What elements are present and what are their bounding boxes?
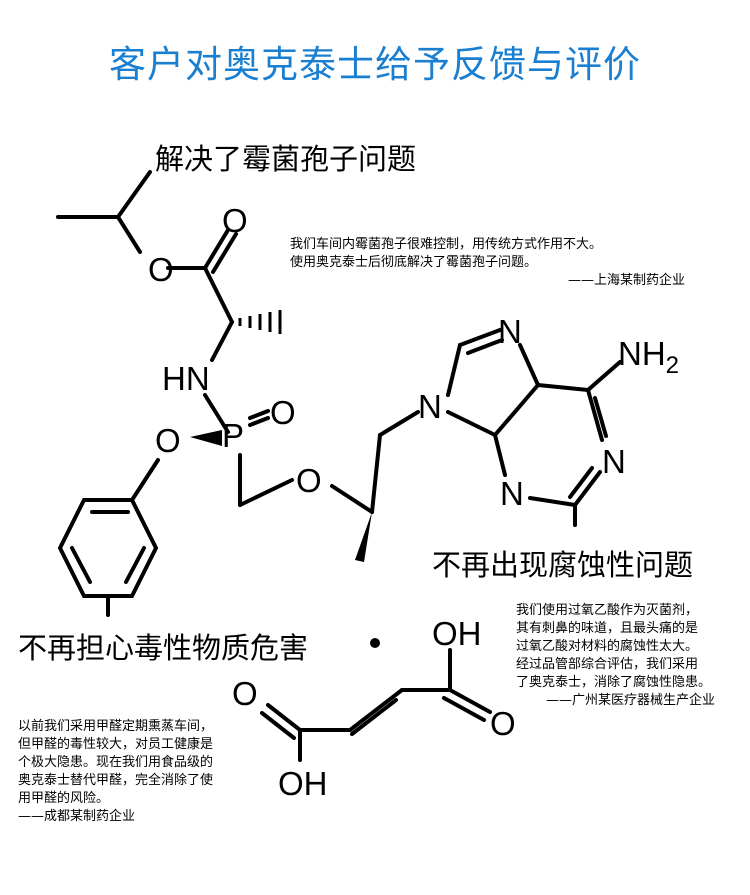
amine-substituent-bond	[586, 360, 622, 392]
n-p-bond	[203, 393, 230, 434]
testimonial-line: 用甲醛的风险。	[18, 791, 110, 806]
fumarate-oh-top-label: OH	[432, 615, 482, 652]
testimonial-line: 其有刺鼻的味道，且最头痛的是	[516, 621, 699, 636]
hashed-wedge-methyl	[238, 310, 282, 334]
methyl-wedge-bond	[355, 512, 372, 562]
phosphorus-label: P	[222, 417, 244, 454]
testimonial-line: 个极大隐患。现在我们用食品级的	[18, 755, 214, 770]
p-oxygen-label: O	[270, 394, 296, 431]
purine-ring	[446, 328, 608, 507]
phenyl-ring	[57, 498, 159, 598]
phenoxy-oxygen-label: O	[155, 422, 181, 459]
testimonial-line: 使用奥克泰士后彻底解决了霉菌孢子问题。	[290, 255, 538, 270]
bullet-dot	[370, 638, 380, 648]
fumarate-o-right-label: O	[490, 705, 516, 742]
heading-corrosion: 不再出现腐蚀性问题	[432, 548, 694, 582]
n7-label: N	[498, 313, 522, 350]
carbonyl-bond-2	[211, 232, 238, 274]
heading-mold-spores: 解决了霉菌孢子问题	[155, 142, 417, 176]
testimonial-chengdu: 以前我们采用甲醛定期熏蒸车间， 但甲醛的毒性较大，对员工健康是 个极大隐患。现在…	[18, 718, 213, 826]
heading-toxic: 不再担心毒性物质危害	[18, 631, 309, 665]
n1-label: N	[602, 443, 626, 480]
testimonial-shanghai: 我们车间内霉菌孢子很难控制，用传统方式作用不大。 使用奥克泰士后彻底解决了霉菌孢…	[290, 236, 685, 290]
testimonial-line: 我们车间内霉菌孢子很难控制，用传统方式作用不大。	[290, 237, 603, 252]
ch2-o-bond	[238, 478, 294, 507]
n3-label: N	[500, 475, 524, 512]
amine-bond	[210, 320, 234, 362]
chain-to-n9-bond	[378, 410, 420, 437]
testimonial-line: 了奥克泰士，消除了腐蚀性隐患。	[516, 675, 712, 690]
fumaric-acid-bonds	[260, 648, 492, 762]
fumarate-oh-bottom-label: OH	[278, 765, 328, 802]
phenoxy-ring-bond	[130, 458, 160, 502]
p-o-double-bond-2	[248, 409, 270, 420]
testimonial-source: ——上海某制药企业	[568, 273, 686, 288]
testimonial-line: 我们使用过氧乙酸作为灭菌剂，	[516, 603, 699, 618]
testimonial-line: 以前我们采用甲醛定期熏蒸车间，	[18, 719, 214, 734]
page-title: 客户对奥克泰士给予反馈与评价	[109, 43, 641, 86]
hn-label: HN	[162, 360, 210, 397]
ether-oxygen-label: O	[296, 462, 322, 499]
testimonial-source: ——广州某医疗器械生产企业	[546, 693, 716, 708]
o-ch2-bond	[330, 484, 374, 514]
fumarate-o-left-label: O	[232, 675, 258, 712]
p-o-double-bond	[248, 416, 270, 427]
testimonial-guangzhou: 我们使用过氧乙酸作为灭菌剂， 其有刺鼻的味道，且最头痛的是 过氧乙酸对材料的腐蚀…	[516, 602, 715, 710]
carbonyl-oxygen-label: O	[222, 202, 248, 239]
testimonial-line: 奥克泰士替代甲醛，完全消除了使	[18, 773, 214, 788]
carbonyl-bond	[203, 228, 230, 270]
phenoxy-wedge-bond	[190, 430, 222, 446]
isopropyl-group	[56, 170, 152, 254]
testimonial-source: ——成都某制药企业	[18, 809, 136, 824]
chain-bond	[370, 433, 382, 514]
nh2-label: NH2	[618, 335, 679, 379]
n9-label: N	[418, 388, 442, 425]
testimonial-line: 但甲醛的毒性较大，对员工健康是	[18, 737, 214, 752]
alpha-carbon-bond	[203, 266, 234, 324]
testimonial-line: 经过品管部综合评估，我们采用	[516, 657, 699, 672]
testimonial-line: 过氧乙酸对材料的腐蚀性太大。	[516, 639, 699, 654]
